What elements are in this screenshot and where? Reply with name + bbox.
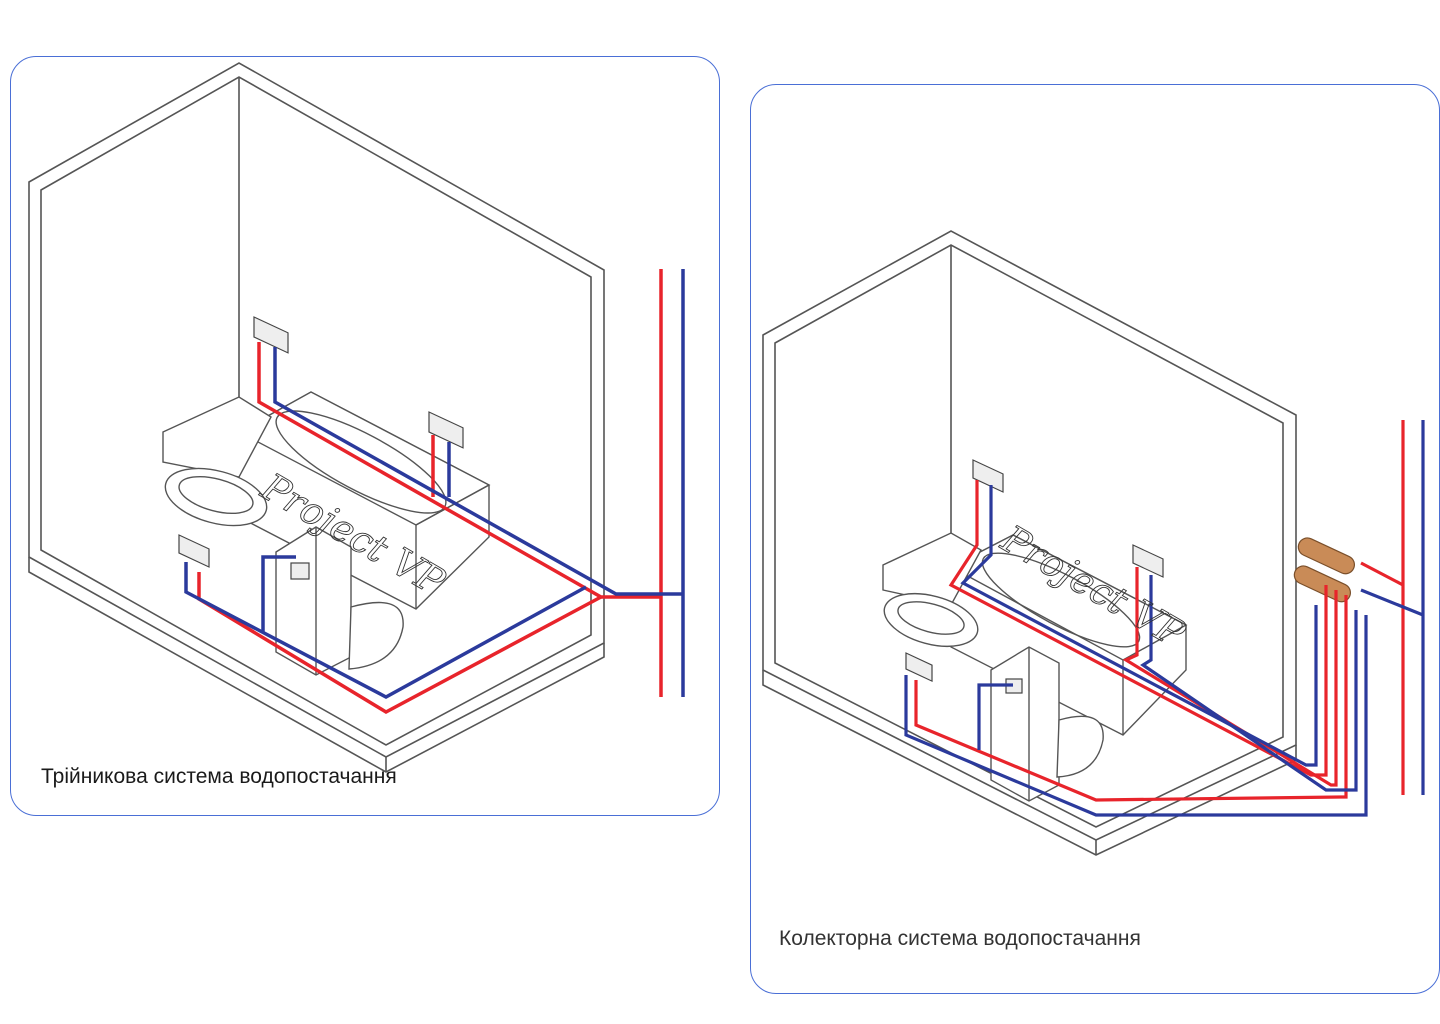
washbasin <box>162 396 272 527</box>
collector-system-caption: Колекторна система водопостачання <box>779 927 1141 950</box>
cold-pipe <box>904 420 1425 817</box>
room-outline <box>762 230 1297 856</box>
collector-manifold <box>1293 537 1356 603</box>
tee-system-diagram: Project VP <box>28 62 685 773</box>
tee-system-caption: Трійникова система водопостачання <box>41 765 397 788</box>
collector-system-diagram: Project VP <box>762 230 1425 856</box>
bathtub <box>949 534 1188 736</box>
hot-pipe <box>197 269 663 715</box>
tee-system-card: Project VP Трійникова система водопостач… <box>10 56 720 816</box>
cold-pipe <box>184 269 685 699</box>
wall-outlet <box>178 316 464 580</box>
room-outline <box>28 62 605 773</box>
wall-outlet <box>905 459 1164 694</box>
collector-system-card: Project VP Колекторна система водопостач… <box>750 84 1440 994</box>
